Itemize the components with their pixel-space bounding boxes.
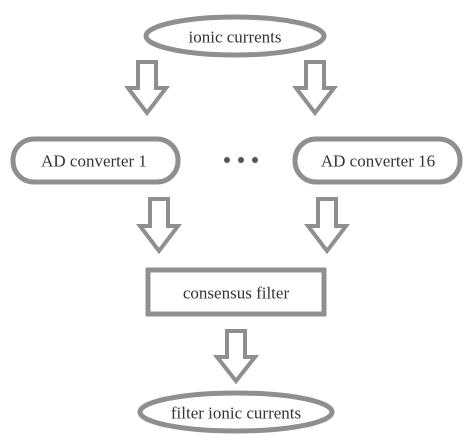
arrow-filter-to-output [212,329,260,385]
node-ad-converter-16-label: AD converter 16 [321,152,435,171]
arrow-adc1-to-filter [135,197,183,255]
node-ad-converter-1-label: AD converter 1 [41,152,147,171]
ellipsis-dot-2 [238,157,244,163]
node-ad-converter-1-shape [10,136,181,185]
node-ad-converter-16: AD converter 16 [292,136,463,185]
arrow-input-to-adc16 [291,60,339,117]
node-ionic-currents: ionic currents [143,14,327,58]
node-ionic-currents-label: ionic currents [189,28,282,47]
ellipsis-dot-3 [252,157,258,163]
node-filter-ionic-currents: filter ionic currents [137,390,335,434]
node-consensus-filter-shape [145,267,327,317]
node-ionic-currents-shape [143,14,327,58]
node-ad-converter-1: AD converter 1 [10,136,181,185]
node-filter-ionic-currents-label: filter ionic currents [171,404,301,423]
converter-ellipsis: • • • [224,157,258,163]
ellipsis-dot-1 [224,157,230,163]
node-filter-ionic-currents-shape [137,390,335,434]
arrow-adc16-to-filter [303,197,351,255]
node-consensus-filter: consensus filter [145,267,327,317]
node-consensus-filter-label: consensus filter [183,284,290,303]
node-ad-converter-16-shape [292,136,463,185]
arrow-input-to-adc1 [123,60,171,117]
